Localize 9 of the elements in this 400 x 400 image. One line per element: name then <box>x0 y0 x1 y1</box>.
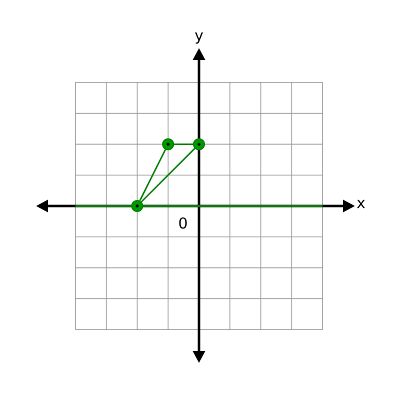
point <box>162 138 174 150</box>
axis-label: y <box>195 32 203 44</box>
line-segment <box>174 143 193 145</box>
line-segment <box>140 148 196 202</box>
line-segment <box>139 149 166 201</box>
axis-label: 0 <box>179 217 187 229</box>
point <box>193 138 205 150</box>
axis-label: x <box>357 200 365 208</box>
point <box>131 200 144 212</box>
